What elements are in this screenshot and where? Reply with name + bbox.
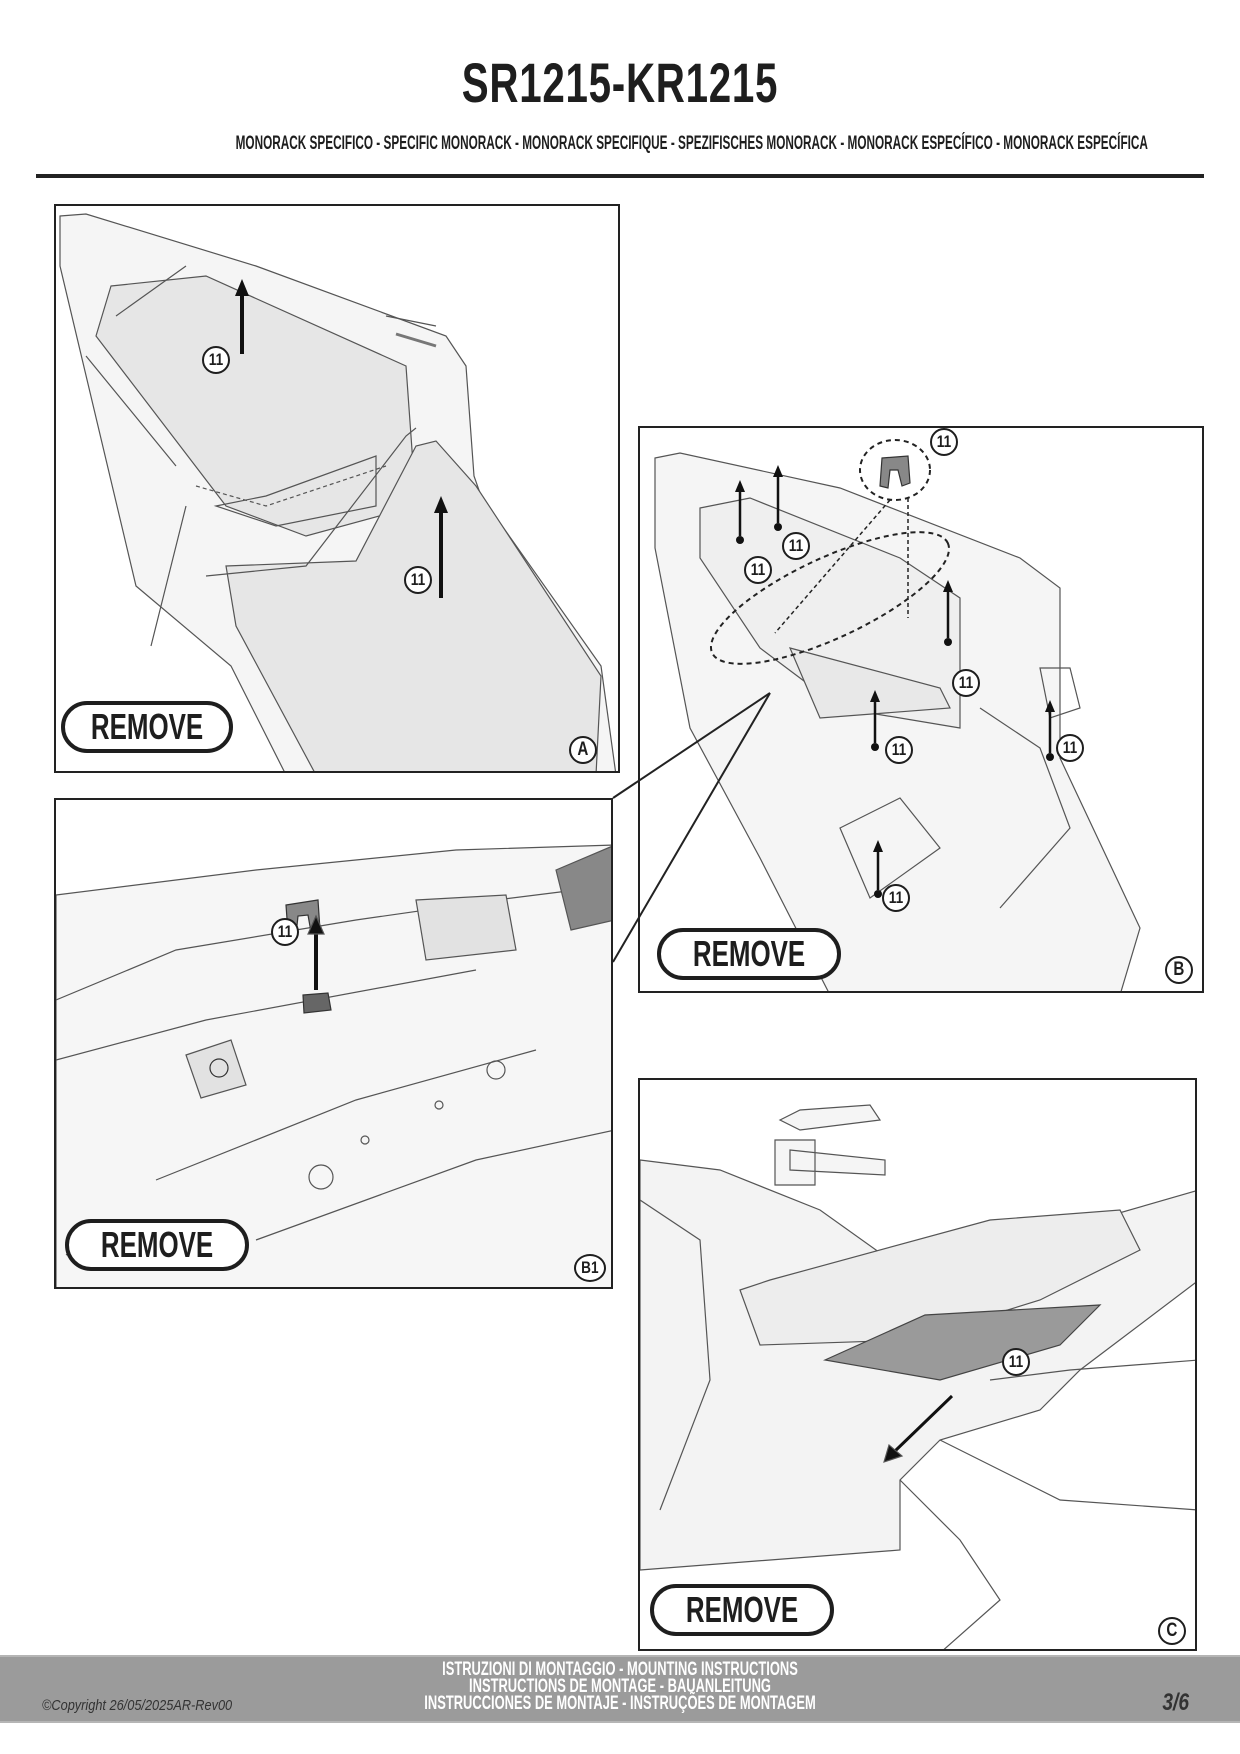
page-subtitle: MONORACK SPECIFICO - SPECIFIC MONORACK -… bbox=[235, 133, 1148, 154]
part-number-11: 11 bbox=[202, 346, 230, 374]
panel-tag-b: B bbox=[1165, 956, 1193, 984]
panel-b: 11 11 11 11 11 11 11 REMOVE B bbox=[638, 426, 1204, 993]
header-divider bbox=[36, 174, 1204, 178]
part-number-11: 11 bbox=[882, 884, 910, 912]
part-number-11: 11 bbox=[952, 669, 980, 697]
part-number-11: 11 bbox=[782, 532, 810, 560]
panel-c: 11 REMOVE C bbox=[638, 1078, 1197, 1651]
remove-badge: REMOVE bbox=[65, 1219, 249, 1271]
detail-illustration-b1 bbox=[56, 844, 611, 1287]
panel-tag-b1: B1 bbox=[574, 1254, 606, 1282]
page-title: SR1215-KR1215 bbox=[461, 51, 779, 114]
footer-instructions: ISTRUZIONI DI MONTAGGIO - MOUNTING INSTR… bbox=[424, 1659, 816, 1714]
remove-badge: REMOVE bbox=[650, 1584, 834, 1636]
part-number-11: 11 bbox=[1056, 734, 1084, 762]
panel-tag-c: C bbox=[1158, 1617, 1186, 1645]
part-number-11: 11 bbox=[1002, 1348, 1030, 1376]
remove-badge: REMOVE bbox=[657, 928, 841, 980]
panel-a: 11 11 REMOVE A bbox=[54, 204, 620, 773]
part-number-11: 11 bbox=[744, 556, 772, 584]
part-number-11: 11 bbox=[271, 918, 299, 946]
page-number: 3/6 bbox=[1161, 1689, 1189, 1716]
copyright: ©Copyright 26/05/2025AR-Rev00 bbox=[42, 1697, 233, 1714]
part-number-11: 11 bbox=[930, 428, 958, 456]
footer-bar: ISTRUZIONI DI MONTAGGIO - MOUNTING INSTR… bbox=[0, 1655, 1240, 1723]
tail-illustration-b bbox=[654, 439, 1141, 991]
part-number-11: 11 bbox=[404, 566, 432, 594]
panel-tag-a: A bbox=[569, 736, 597, 764]
part-number-11: 11 bbox=[885, 736, 913, 764]
panel-b1: 11 REMOVE B1 bbox=[54, 798, 613, 1289]
bike-illustration-c bbox=[640, 1104, 1195, 1649]
remove-badge: REMOVE bbox=[61, 701, 233, 753]
seat-illustration-a bbox=[59, 213, 617, 771]
